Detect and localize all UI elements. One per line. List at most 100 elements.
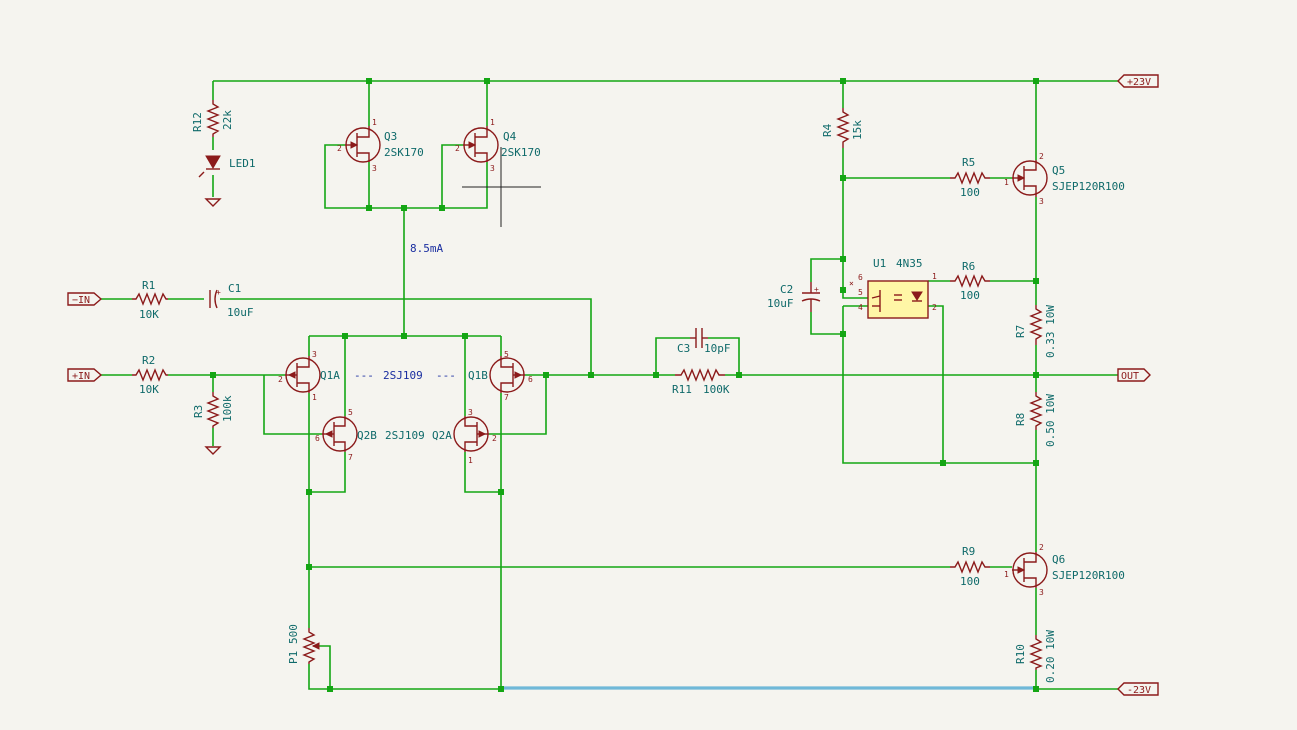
resistor-zigzag [1029,635,1043,670]
pin-number: 6 [315,434,320,443]
pin-number: 2 [337,144,342,153]
junction [543,372,549,378]
wire-q2b-bottom[interactable] [309,452,346,493]
resistor-r3[interactable]: R3 100k [192,392,234,428]
pair-type-label[interactable]: 2SJ109 [383,369,423,382]
jfet-q1a[interactable]: 3 2 1 Q1A [278,350,340,402]
resistor-r2[interactable]: R2 10K [132,354,168,396]
phototransistor-collector [871,295,881,299]
net-label-in-pos[interactable]: +IN [67,368,103,382]
resistor-r9[interactable]: R9 100 [950,545,990,588]
net-label-text: -23V [1127,685,1151,696]
wire-c2-top[interactable] [810,258,843,282]
value-label: 100 [960,186,980,199]
resistor-r11[interactable]: R11 100K [672,368,730,396]
pin-number: 2 [1039,543,1044,552]
pin-number: 1 [490,118,495,127]
wire-c3-left[interactable] [655,337,690,375]
resistor-r5[interactable]: R5 100 [950,156,990,199]
wire-q2b-gate[interactable] [263,375,322,435]
pin-number: 1 [1004,178,1009,187]
pin-number: 3 [1039,588,1044,597]
resistor-r12[interactable]: R12 22k [191,100,234,137]
wire-q4-gate[interactable] [441,144,463,208]
wire-u1-emitter[interactable] [842,306,1036,464]
wire-p1-wiper[interactable] [317,645,331,689]
current-annotation[interactable]: 8.5mA [410,242,443,255]
wires[interactable] [101,80,1118,690]
junction [306,489,312,495]
resistor-zigzag [836,108,850,148]
resistor-r10[interactable]: R10 0.20 10W [1014,630,1057,683]
junction [484,78,490,84]
junction [840,256,846,262]
resistor-r1[interactable]: R1 10K [132,279,168,321]
wire-u1-pin2[interactable] [928,305,944,463]
wire-c1-fb[interactable] [220,298,592,375]
jfet-q6[interactable]: 2 1 3 Q6 SJEP120R100 [1004,543,1125,597]
ref-label: R4 [821,123,834,137]
drain-lead [297,356,310,368]
wire-q3-gate[interactable] [324,144,442,209]
ref-label: R6 [962,260,975,273]
pin-number: 7 [348,453,353,462]
resistor-r8[interactable]: R8 0.50 10W [1014,392,1057,447]
net-label-in-neg[interactable]: −IN [67,292,103,306]
value-label: 100 [960,575,980,588]
jfet-q4[interactable]: 1 2 3 Q4 2SK170 [455,118,541,173]
resistor-r4[interactable]: R4 15k [821,108,864,148]
wire-q4-source[interactable] [442,162,488,209]
wire-c2-bottom[interactable] [810,312,843,335]
wire-c3-right[interactable] [708,337,740,375]
source-lead [1024,185,1037,197]
wire-q2a-bottom[interactable] [464,452,501,493]
net-label-pos-rail[interactable]: +23V [1117,74,1159,88]
value-label: 0.50 10W [1044,394,1057,447]
wiper-arrow [311,642,320,650]
wire-q2a-gate[interactable] [489,375,547,435]
pin-number: 3 [1039,197,1044,206]
junction [840,287,846,293]
drain-lead [334,416,346,427]
resistor-r7[interactable]: R7 0.33 10W [1014,305,1057,358]
junction [498,489,504,495]
junction [653,372,659,378]
capacitor-c2[interactable]: + C2 10uF [767,282,821,312]
resistor-r6[interactable]: R6 100 [950,260,990,302]
junction [366,78,372,84]
value-label: 4N35 [896,257,923,270]
junction [401,333,407,339]
pin-number: 6 [858,273,863,282]
jfet-q1b[interactable]: 5 6 7 Q1B [468,350,533,402]
resistor-zigzag [206,392,220,428]
jfet-q2a[interactable]: 3 2 1 Q2A [432,408,497,465]
resistor-zigzag [132,292,168,306]
wire-p1-bottom[interactable] [308,664,501,690]
jfet-q2b[interactable]: 5 6 7 Q2B 2SJ109 [315,408,425,462]
value-label: 500 [287,624,300,644]
ref-label: Q6 [1052,553,1065,566]
jfet-q3[interactable]: 1 2 3 Q3 2SK170 [337,118,424,173]
pin-number: 1 [312,393,317,402]
capacitor-c3[interactable]: C3 10pF [677,328,731,355]
capacitor-c1[interactable]: + C1 10uF [209,282,254,319]
ref-label: R12 [191,112,204,132]
led-triangle [205,155,221,169]
net-label-out[interactable]: OUT [1117,368,1151,382]
ref-label: Q4 [503,130,517,143]
value-label: 2SK170 [501,146,541,159]
pin-number: 3 [490,164,495,173]
led-ray [198,171,205,178]
wire-u1-pin5[interactable] [842,290,868,299]
optocoupler-u1[interactable]: 6 5 4 1 2 × U1 4N35 [849,257,937,319]
pin-number: 2 [492,434,497,443]
ref-label: Q1B [468,369,488,382]
led-led1[interactable]: LED1 [198,155,256,178]
value-label: 10K [139,383,159,396]
junction [840,78,846,84]
gate-arrow [350,141,359,149]
potentiometer-p1[interactable]: P1 500 [287,624,320,664]
jfet-q5[interactable]: 2 1 3 Q5 SJEP120R100 [1004,152,1125,206]
net-label-neg-rail[interactable]: -23V [1117,682,1159,696]
